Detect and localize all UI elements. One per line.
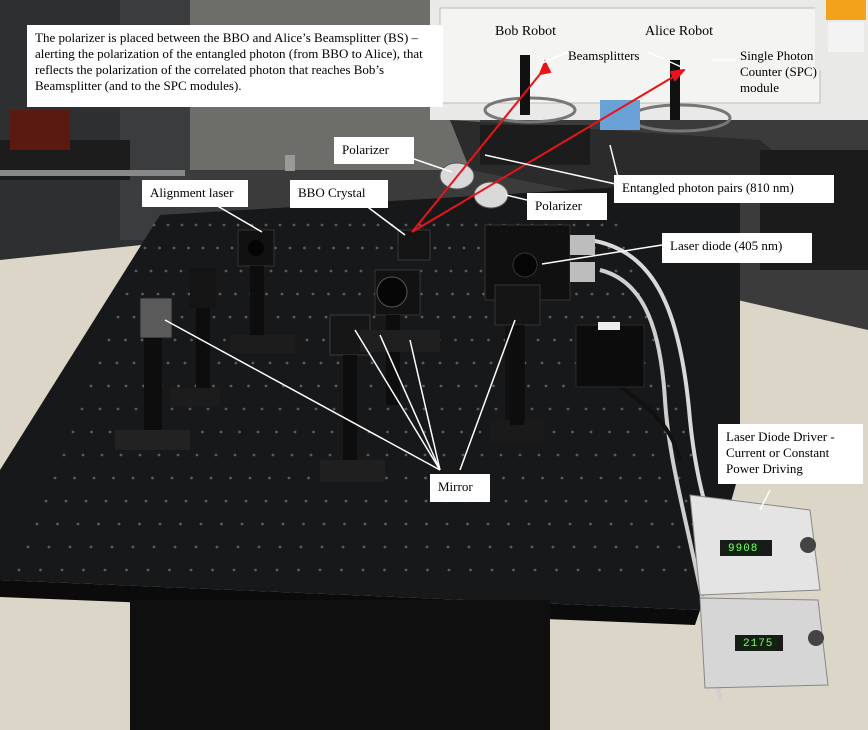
spc-module-label: Single Photon Counter (SPC) module: [740, 48, 817, 95]
pointer-lines: [164, 51, 771, 511]
beam-arrowhead-bob: [538, 59, 552, 76]
alignment-laser-label: Alignment laser: [142, 180, 248, 207]
mirror-label: Mirror: [430, 474, 490, 502]
laser-driver-label: Laser Diode Driver - Current or Constant…: [718, 424, 863, 484]
polarizer-upper-label: Polarizer: [334, 137, 414, 164]
driver-display-upper: 9908: [725, 542, 762, 556]
beam-lines: [411, 59, 687, 233]
description-callout: The polarizer is placed between the BBO …: [27, 25, 443, 107]
beamsplitters-label: Beamsplitters: [568, 48, 640, 63]
polarizer-lower-label: Polarizer: [527, 193, 607, 220]
beam-to-bob: [411, 67, 546, 233]
warning-sign-icon: [828, 22, 864, 52]
laser-diode-label: Laser diode (405 nm): [662, 233, 812, 263]
bob-robot-label: Bob Robot: [495, 24, 557, 39]
bbo-crystal-label: BBO Crystal: [290, 180, 388, 208]
beam-arrowhead-alice: [669, 68, 687, 82]
alice-robot-label: Alice Robot: [645, 24, 714, 39]
entangled-photon-label: Entangled photon pairs (810 nm): [614, 175, 834, 203]
beam-to-alice: [411, 73, 679, 233]
driver-display-lower: 2175: [740, 637, 777, 651]
